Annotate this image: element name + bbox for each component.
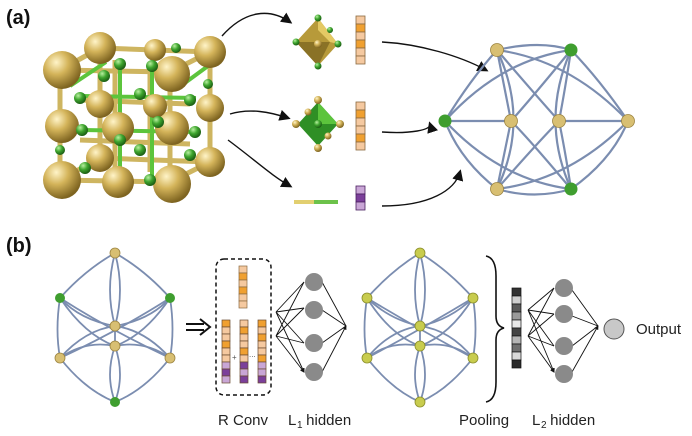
svg-text:2: 2: [541, 420, 547, 431]
l1-hidden-layer: [275, 273, 346, 381]
svg-text:+: +: [232, 353, 237, 362]
gold-octahedron: [292, 14, 342, 70]
svg-text:1: 1: [297, 420, 303, 431]
gold-atoms: [43, 32, 226, 203]
l2-hidden-layer: [527, 279, 598, 383]
concat-vector-3: [257, 319, 267, 384]
svg-text:...: ...: [249, 350, 256, 359]
feature-vector-green-site: [355, 101, 366, 151]
l1-hidden-label: L 1 hidden: [288, 412, 351, 431]
crystal-graph-a: [438, 43, 635, 196]
convolved-graph: [361, 247, 479, 408]
green-atoms: [55, 43, 213, 186]
bond-segment: [294, 200, 338, 204]
pooling-label: Pooling: [459, 412, 509, 429]
pooled-vector: [511, 287, 522, 369]
svg-text:hidden: hidden: [546, 412, 595, 429]
hidden-neuron: [555, 305, 573, 323]
svg-text:L: L: [532, 412, 540, 429]
hidden-neuron: [305, 334, 323, 352]
green-octahedron: [292, 96, 344, 152]
double-arrow-icon: [186, 318, 212, 336]
arrow-to-octahedron-gold: [221, 12, 293, 37]
svg-text:hidden: hidden: [302, 412, 351, 429]
input-graph-b: [54, 247, 176, 407]
rconv-label: R Conv: [218, 412, 269, 429]
arrow-to-octahedron-green: [229, 110, 291, 121]
rconv-concat-vectors: + ...: [221, 319, 267, 384]
hidden-neuron: [305, 273, 323, 291]
arrow-to-bond: [227, 139, 293, 188]
hidden-neuron: [555, 279, 573, 297]
hidden-neuron: [305, 363, 323, 381]
svg-text:L: L: [288, 412, 296, 429]
arrow-vector-to-graph-1: [381, 41, 489, 72]
l2-hidden-label: L 2 hidden: [532, 412, 595, 431]
pooling-brace: [485, 255, 505, 403]
rconv-box: [215, 258, 272, 396]
concat-vector-2: [239, 319, 249, 384]
panel-a-label: (a): [6, 7, 30, 29]
feature-vector-bond: [355, 185, 366, 211]
hidden-neuron: [305, 301, 323, 319]
rconv-center-vector: [238, 265, 248, 309]
feature-vector-gold-site: [355, 15, 366, 65]
output-neuron: [603, 318, 625, 340]
hidden-neuron: [555, 337, 573, 355]
crystal-structure: [43, 32, 226, 203]
arrow-vector-to-graph-2: [381, 121, 438, 134]
output-label: Output: [636, 321, 682, 338]
panel-b-label: (b): [6, 235, 32, 257]
concat-vector-1: [221, 319, 231, 384]
hidden-neuron: [555, 365, 573, 383]
arrow-vector-to-graph-3: [381, 169, 464, 207]
